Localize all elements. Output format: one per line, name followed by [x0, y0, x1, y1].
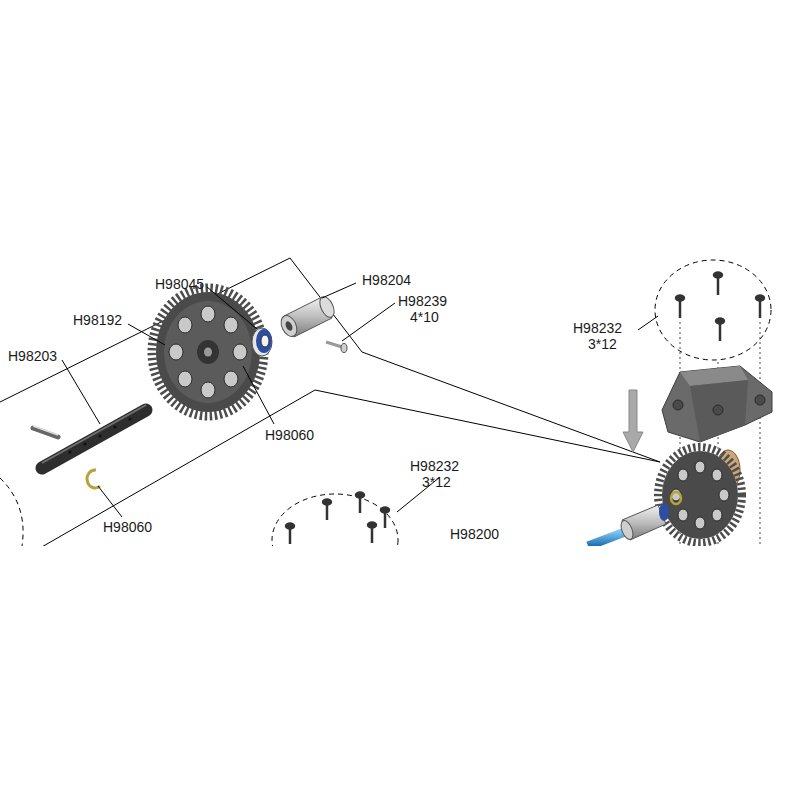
part-number: H98200: [450, 526, 499, 542]
part-number: H98204: [362, 272, 411, 288]
dimension: 3*12: [588, 336, 617, 352]
part-number: H98232: [573, 320, 622, 336]
part-number: H98203: [8, 348, 57, 364]
part-number: H98060: [103, 519, 152, 535]
part-number: H98192: [73, 312, 122, 328]
dimension: 4*10: [410, 309, 439, 325]
part-number: H98060: [265, 427, 314, 443]
part-number: H98045: [155, 276, 204, 292]
dimension: 3*12: [422, 474, 451, 490]
part-number: H98239: [398, 293, 447, 309]
part-number: H98232: [410, 458, 459, 474]
